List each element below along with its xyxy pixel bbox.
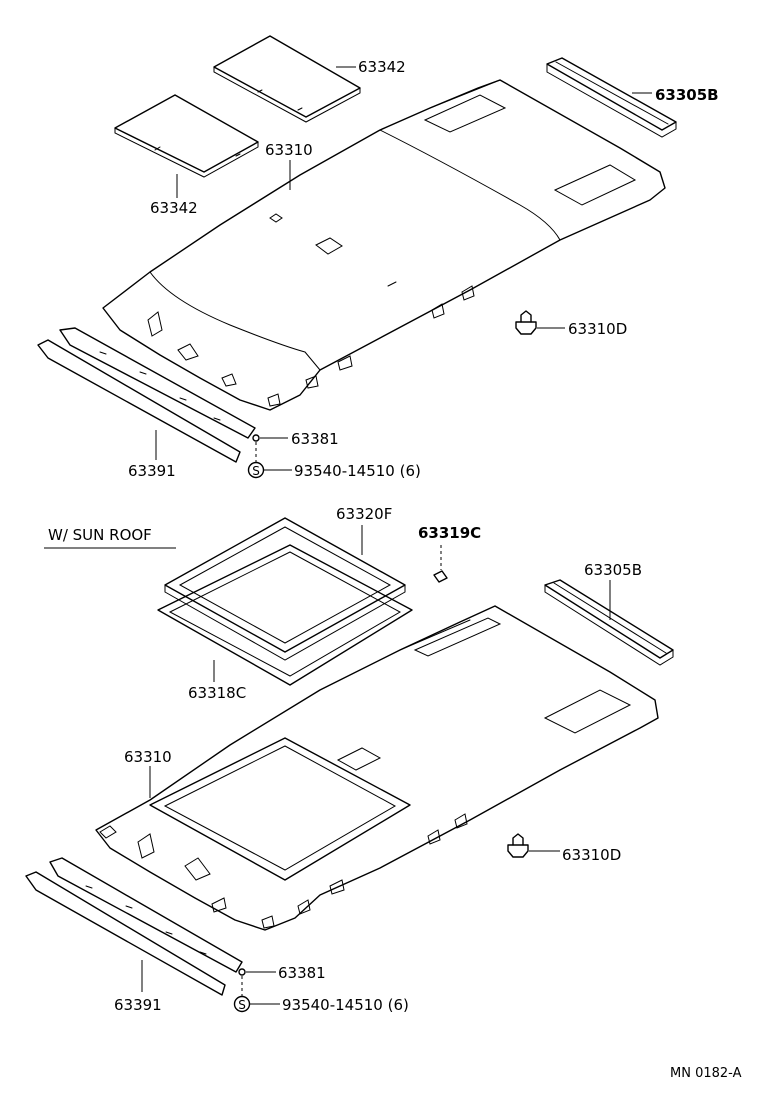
label-63381-sunroof: 63381 [278, 964, 326, 982]
sunshade-part [164, 517, 406, 661]
pad-lower-part [114, 94, 259, 178]
garnish-part [37, 327, 256, 463]
retainer-part-sunroof [238, 968, 246, 976]
top-section: 63342 63342 63305B [37, 35, 719, 480]
headliner-part [102, 79, 666, 411]
label-63391-top: 63391 [128, 462, 176, 480]
clip-part-sunroof [507, 833, 529, 858]
rail-part [546, 57, 677, 138]
pad-upper-part [213, 35, 361, 123]
label-63320f: 63320F [336, 505, 392, 523]
sunroof-title: W/ SUN ROOF [48, 526, 152, 544]
screw-symbol-sunroof: S [233, 995, 251, 1013]
label-63310d-top: 63310D [568, 320, 627, 338]
label-63391-sunroof: 63391 [114, 996, 162, 1014]
svg-text:S: S [252, 464, 260, 478]
label-63381-top: 63381 [291, 430, 339, 448]
label-63310-top: 63310 [265, 141, 313, 159]
label-63319c: 63319C [418, 524, 481, 542]
label-63310-sunroof: 63310 [124, 748, 172, 766]
screw-symbol-top: S [247, 461, 265, 479]
garnish-part-sunroof [25, 857, 243, 996]
retainer-part [252, 434, 260, 442]
label-63342-upper: 63342 [358, 58, 406, 76]
rail-part-sunroof [544, 579, 674, 666]
label-63305b-top: 63305B [655, 86, 719, 104]
label-63318c: 63318C [188, 684, 246, 702]
sunroof-section: W/ SUN ROOF 63320F 63319C 63318C [25, 505, 674, 1014]
label-63305b-sunroof: 63305B [584, 561, 642, 579]
label-63342-lower: 63342 [150, 199, 198, 217]
label-screw-sunroof: 93540-14510 (6) [282, 996, 409, 1014]
clip-part [515, 310, 537, 335]
label-screw-top: 93540-14510 (6) [294, 462, 421, 480]
label-63310d-sunroof: 63310D [562, 846, 621, 864]
frame-part [157, 544, 413, 686]
svg-text:S: S [238, 998, 246, 1012]
stopper-part [433, 570, 448, 583]
figure-code: MN 0182-A [670, 1066, 742, 1081]
headliner-sunroof-part [95, 605, 659, 931]
